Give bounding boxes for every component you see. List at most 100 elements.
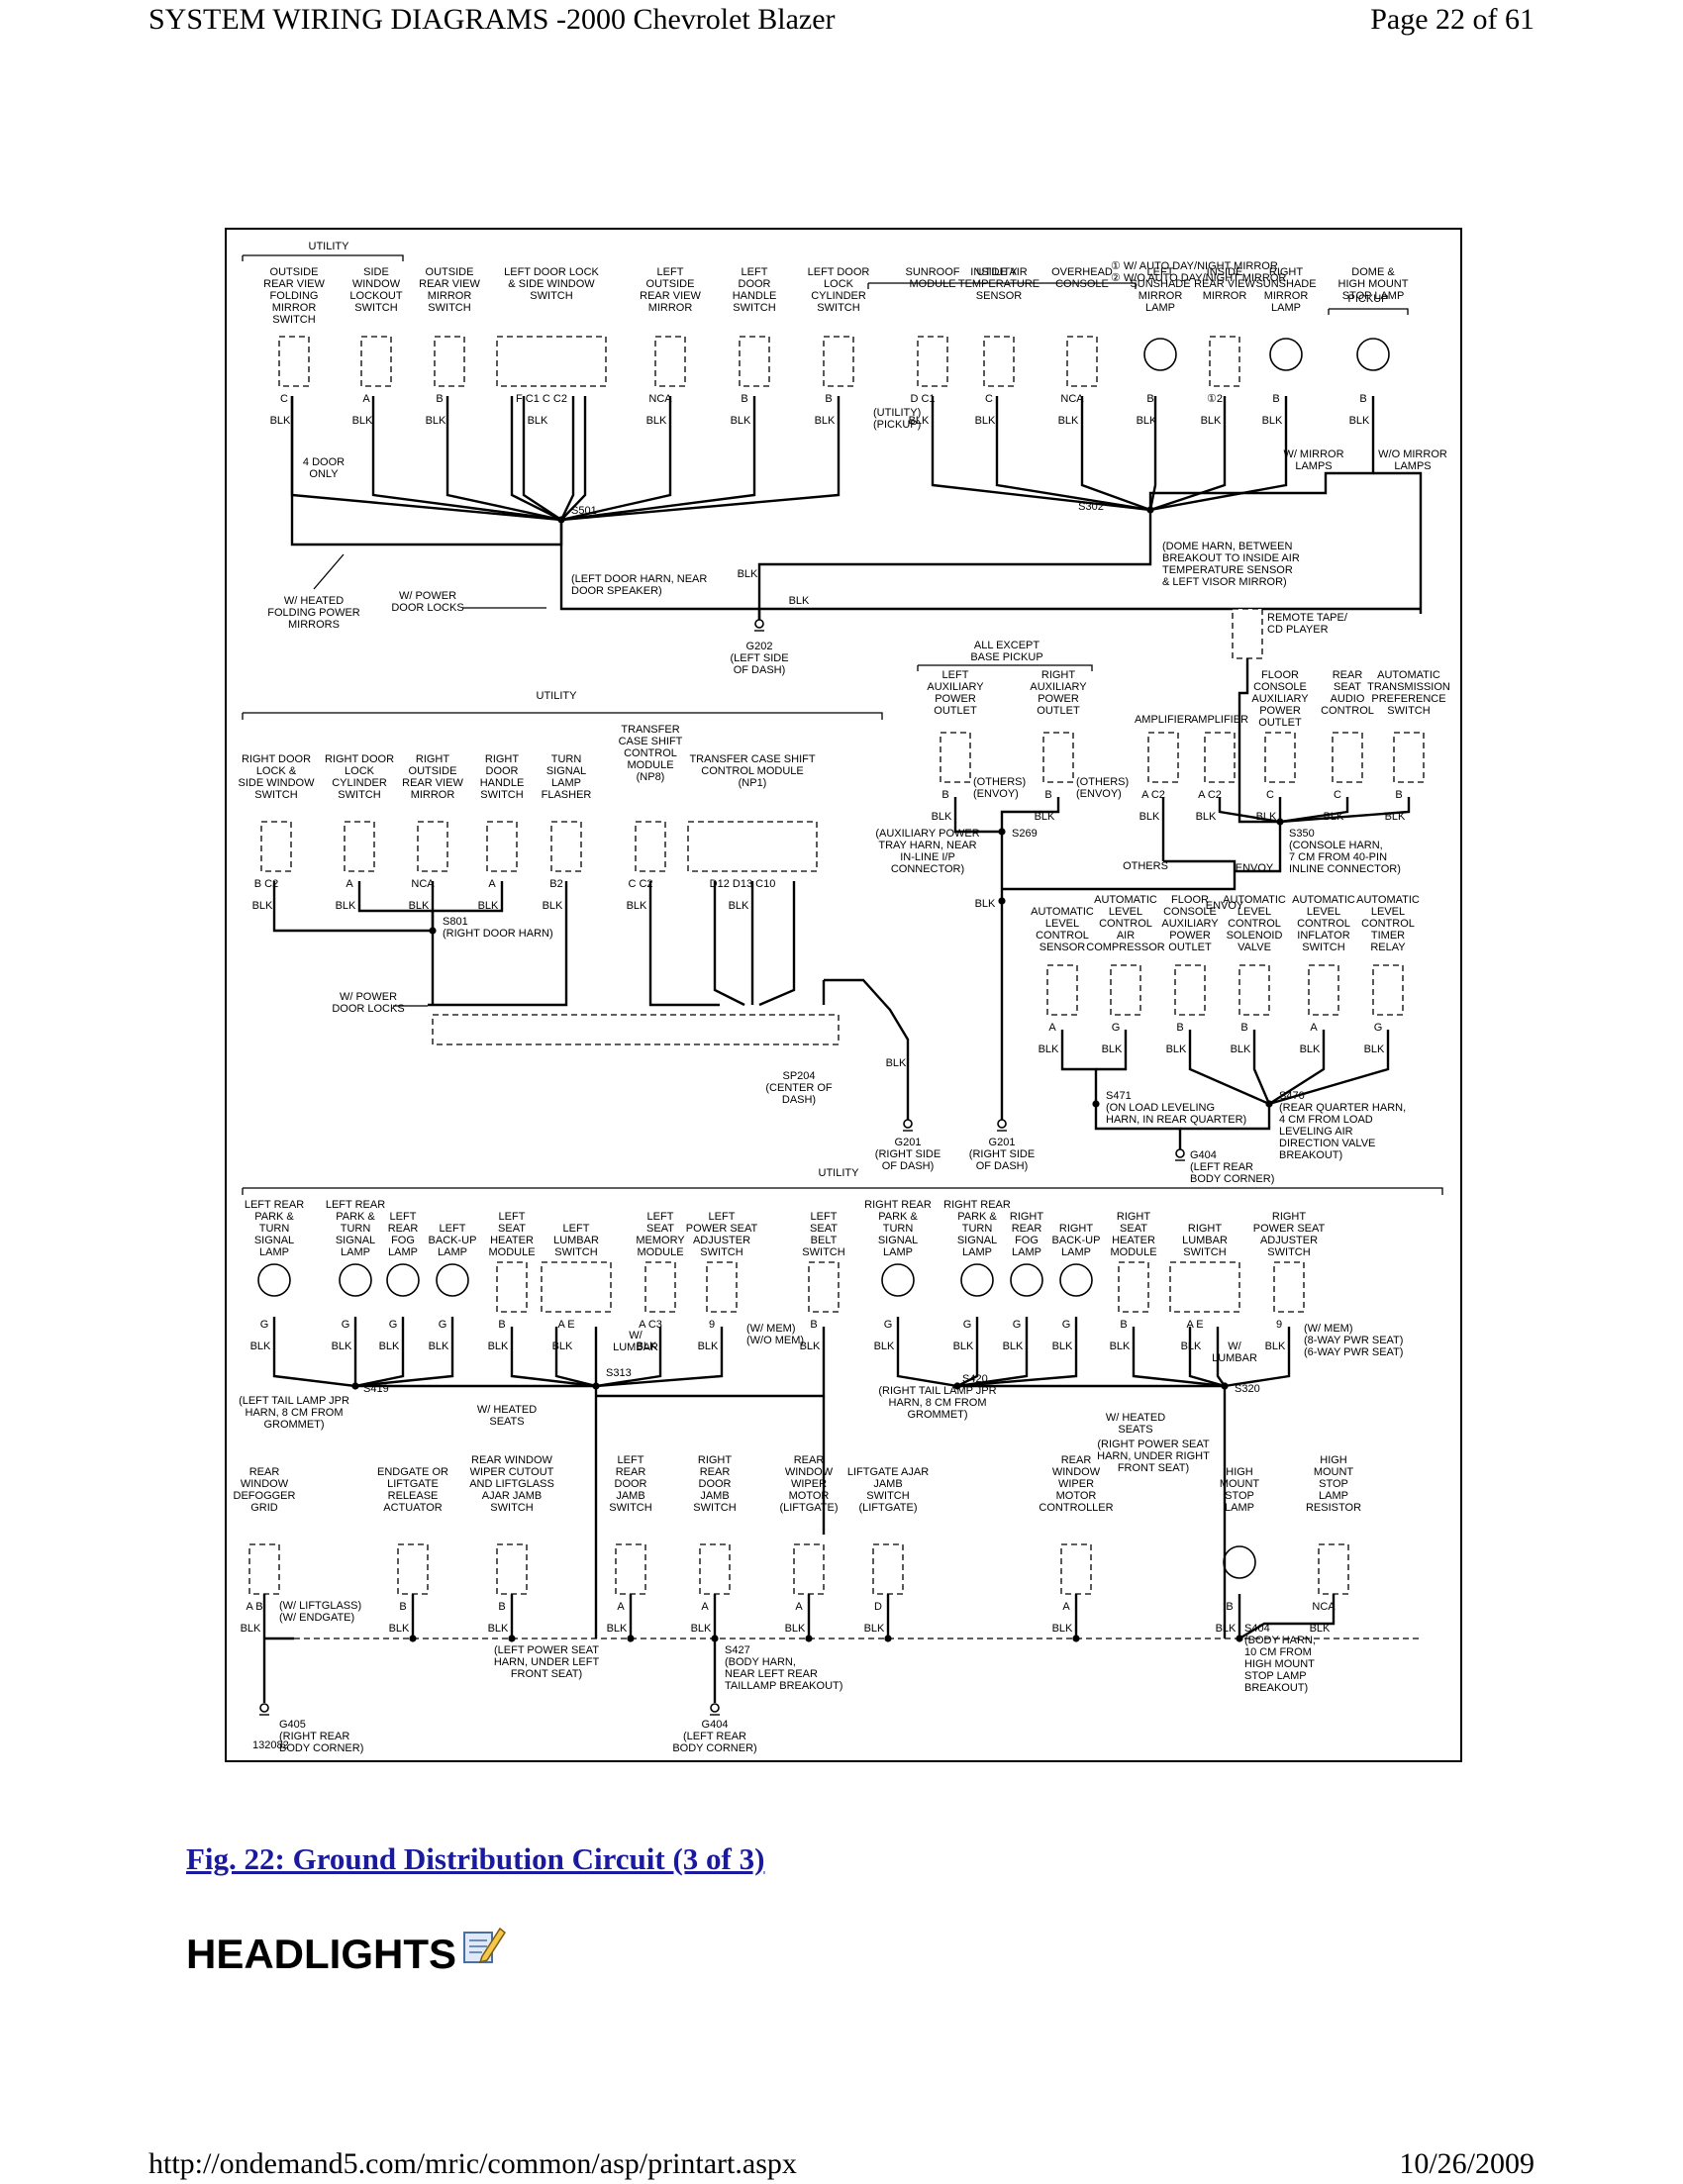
bottom-5-wire-label: BLK bbox=[552, 1340, 573, 1352]
heated-seats-note: W/ HEATED bbox=[477, 1404, 537, 1416]
midleft-1-label: LOCK bbox=[345, 765, 375, 777]
wire bbox=[1148, 396, 1157, 511]
midleft-5-component bbox=[635, 821, 666, 872]
left-seat-harn-note: (LEFT POWER SEAT bbox=[494, 1644, 599, 1656]
top-9-pin-label: NCA bbox=[1060, 393, 1084, 405]
midleft-4-label: TURN bbox=[551, 753, 582, 765]
aux-power-tray-note: TRAY HARN, NEAR bbox=[878, 840, 976, 851]
top-10-lamp bbox=[1143, 338, 1177, 371]
top-11-component bbox=[1209, 336, 1240, 387]
midleft-4-component bbox=[550, 821, 582, 872]
s419-note: (LEFT TAIL LAMP JPR bbox=[239, 1395, 349, 1407]
s471-note: HARN, IN REAR QUARTER) bbox=[1106, 1114, 1246, 1126]
lower-8-label: HIGH bbox=[1226, 1466, 1253, 1478]
midleft-1-label: SWITCH bbox=[338, 789, 380, 801]
power-door-locks-note: W/ POWER bbox=[399, 590, 456, 602]
remote-tape-note: CD PLAYER bbox=[1267, 624, 1329, 636]
top-13-label: HIGH MOUNT bbox=[1338, 278, 1409, 290]
top-5-component bbox=[739, 336, 770, 387]
s801-note: (RIGHT DOOR HARN) bbox=[443, 928, 553, 940]
midright-3-pin-label: A C2 bbox=[1198, 789, 1222, 801]
top-1-label: SIDE bbox=[363, 266, 389, 278]
lower-6-component bbox=[872, 1543, 904, 1595]
wire-label: BLK bbox=[738, 568, 758, 580]
top-8-pin-label: C bbox=[985, 393, 993, 405]
midleft-2-label: OUTSIDE bbox=[409, 765, 457, 777]
bottom-1-label: PARK & bbox=[336, 1211, 375, 1223]
top-10-label: LEFT bbox=[1147, 266, 1174, 278]
lower-3-label: REAR bbox=[616, 1466, 646, 1478]
midleft-1-wire-label: BLK bbox=[336, 900, 356, 912]
aux-power-tray-note: (AUXILIARY POWER bbox=[875, 828, 979, 840]
lower-2-wire-label: BLK bbox=[488, 1623, 509, 1635]
bottom-15-label: SWITCH bbox=[1267, 1246, 1310, 1258]
s404-label: S404 bbox=[1244, 1623, 1270, 1635]
leveling-3-pin-label: B bbox=[1240, 1022, 1247, 1034]
bottom-9-label: PARK & bbox=[878, 1211, 918, 1223]
s404-note: HIGH MOUNT bbox=[1244, 1658, 1315, 1670]
lower-4-label: REAR bbox=[700, 1466, 731, 1478]
lower-7-label: MOTOR bbox=[1056, 1490, 1097, 1502]
lower-7-component bbox=[1060, 1543, 1092, 1595]
power-door-locks-note: DOOR LOCKS bbox=[391, 602, 463, 614]
s427-label: S427 bbox=[725, 1644, 750, 1656]
s302-label: S302 bbox=[1078, 501, 1104, 513]
lower-4-label: RIGHT bbox=[698, 1454, 733, 1466]
splice-dot bbox=[998, 897, 1006, 905]
bottom-7-component bbox=[706, 1261, 738, 1313]
wire bbox=[995, 396, 1151, 512]
heated-mirrors-note: W/ HEATED bbox=[284, 595, 344, 607]
leveling-1-label: AIR bbox=[1117, 930, 1135, 942]
s420-note: (RIGHT TAIL LAMP JPR bbox=[878, 1385, 996, 1397]
splice-dot bbox=[805, 1635, 813, 1642]
top-7-wire-label: BLK bbox=[909, 415, 930, 427]
lower-0-pin-label: A B bbox=[246, 1601, 262, 1613]
wire bbox=[560, 396, 756, 522]
top-13-lamp bbox=[1356, 338, 1390, 371]
wire-label: BLK bbox=[789, 595, 810, 607]
wire bbox=[272, 881, 433, 933]
bottom-3-wire-label: BLK bbox=[429, 1340, 449, 1352]
top-2-label: REAR VIEW bbox=[419, 278, 480, 290]
pwr-seat-note: (W/ MEM) bbox=[1304, 1323, 1352, 1335]
midleft-5-label: CONTROL bbox=[624, 747, 677, 759]
wire bbox=[1002, 859, 1237, 891]
bottom-1-pin-label: G bbox=[342, 1319, 350, 1331]
top-13-label: DOME & bbox=[1351, 266, 1395, 278]
figure-id: 132082 bbox=[252, 1739, 289, 1751]
s470-note: LEVELING AIR bbox=[1279, 1126, 1353, 1138]
midright-2-wire-label: BLK bbox=[1139, 811, 1160, 823]
wire bbox=[560, 396, 672, 522]
wire bbox=[1252, 1030, 1271, 1105]
wire bbox=[510, 1327, 597, 1388]
s350-note: 7 CM FROM 40-PIN bbox=[1289, 851, 1387, 863]
lower-4-component bbox=[699, 1543, 731, 1595]
midleft-2-component bbox=[417, 821, 448, 872]
midright-0-pin-label: B bbox=[941, 789, 948, 801]
diagram-legend: ① W/ AUTO DAY/NIGHT MIRROR bbox=[1111, 260, 1278, 272]
leveling-2-wire-label: BLK bbox=[1166, 1043, 1187, 1055]
wire bbox=[1000, 797, 1060, 832]
top-10-wire-label: BLK bbox=[1137, 415, 1157, 427]
bottom-9-label: RIGHT REAR bbox=[864, 1199, 932, 1211]
note-pencil-icon[interactable] bbox=[460, 1923, 506, 1978]
midright-6-label: TRANSMISSION bbox=[1367, 681, 1450, 693]
bottom-7-label: SWITCH bbox=[700, 1246, 742, 1258]
bottom-10-label: TURN bbox=[962, 1223, 993, 1235]
top-4-label: LEFT bbox=[657, 266, 684, 278]
g201-right-label: (RIGHT SIDE bbox=[969, 1148, 1035, 1160]
lower-3-label: LEFT bbox=[618, 1454, 644, 1466]
bottom-15-label: POWER SEAT bbox=[1253, 1223, 1326, 1235]
lower-2-label: AND LIFTGLASS bbox=[469, 1478, 554, 1490]
figure-caption-link[interactable]: Fig. 22: Ground Distribution Circuit (3 … bbox=[186, 1841, 765, 1876]
s419-label: S419 bbox=[363, 1383, 389, 1395]
bottom-0-wire-label: BLK bbox=[250, 1340, 271, 1352]
bottom-11-label: LAMP bbox=[1012, 1246, 1041, 1258]
s302-note: & LEFT VISOR MIRROR) bbox=[1162, 576, 1287, 588]
bottom-15-label: ADJUSTER bbox=[1260, 1235, 1318, 1246]
top-5-label: DOOR bbox=[739, 278, 771, 290]
midleft-2-pin-label: NCA bbox=[411, 878, 435, 890]
bottom-1-label: TURN bbox=[341, 1223, 371, 1235]
lower-9-wire-label: BLK bbox=[1310, 1623, 1331, 1635]
leveling-2-component bbox=[1174, 964, 1206, 1016]
